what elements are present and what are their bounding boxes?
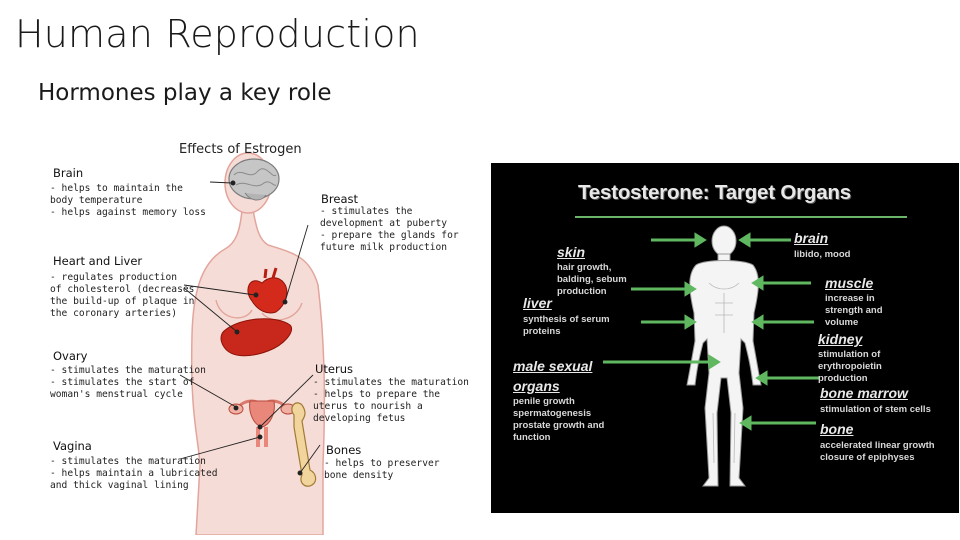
brain-icon [228,158,280,201]
leader-lines [179,180,321,476]
liver-label: liver [523,295,552,311]
female-body-illustration [179,152,326,535]
bones-heading: Bones [326,443,362,457]
green-arrows [603,232,819,431]
kidney-desc: stimulation of erythropoietin production [818,349,882,384]
breast-heading: Breast [321,192,358,206]
slide-subtitle: Hormones play a key role [38,80,332,106]
vagina-text: - stimulates the maturation - helps main… [50,456,218,491]
heart-icon [247,267,288,314]
bone-desc: accelerated linear growth closure of epi… [820,440,935,463]
uterus-text: - stimulates the maturation - helps to p… [313,377,469,424]
estrogen-diagram: Effects of Estrogen Brain - helps to mai… [40,135,480,535]
estrogen-title: Effects of Estrogen [179,142,302,157]
breast-outline [215,299,303,321]
heart-liver-text: - regulates production of cholesterol (d… [50,272,195,319]
bone-icon [291,402,317,487]
muscle-desc: increase in strength and volume [825,293,883,328]
muscle-lines [708,282,740,464]
male-figure [686,225,762,487]
liver-icon [220,318,292,357]
liver-desc: synthesis of serum proteins [523,314,610,337]
male-sexual-organs-label-line2: organs [513,378,560,394]
brain-text: - helps to maintain the body temperature… [50,183,206,218]
uterus-heading: Uterus [315,362,354,376]
ovary-heading: Ovary [53,349,88,363]
kidney-label: kidney [818,331,863,347]
vagina-heading: Vagina [53,439,92,453]
skin-desc: hair growth, balding, sebum production [557,262,627,297]
bones-text: - helps to preserver bone density [324,458,440,481]
bone-label: bone [820,421,854,437]
skin-label: skin [557,244,586,260]
title-underline [575,216,907,218]
breast-text: - stimulates the development at puberty … [320,206,459,253]
muscle-label: muscle [825,275,874,291]
bone-marrow-label: bone marrow [820,385,908,401]
ovary-text: - stimulates the maturation - stimulates… [50,365,206,400]
male-sexual-organs-label-line1: male sexual [513,358,593,374]
testosterone-diagram: Testosterone: Target Organs skin hair gr… [491,163,959,513]
brain-label: brain [794,230,829,246]
slide-title: Human Reproduction [15,12,420,56]
heart-liver-heading: Heart and Liver [53,254,143,268]
male-body-illustration [603,225,819,487]
male-sexual-organs-desc: penile growth spermatogenesis prostate g… [513,396,605,443]
brain-heading: Brain [53,166,84,180]
testosterone-title: Testosterone: Target Organs [578,181,851,204]
brain-desc: libido, mood [794,249,851,260]
bone-marrow-desc: stimulation of stem cells [820,404,931,415]
